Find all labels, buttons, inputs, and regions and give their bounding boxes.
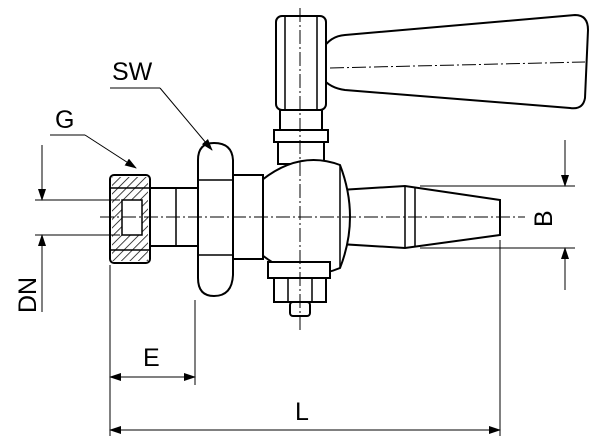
stem: [273, 15, 329, 165]
handle: [321, 13, 590, 110]
handle-centerline: [329, 61, 586, 69]
hex-nut-sw: [197, 141, 264, 298]
fitting-g: [109, 174, 151, 264]
dimension-b: B: [420, 140, 575, 290]
dimension-l: L: [109, 240, 501, 436]
sw-label: SW: [112, 58, 153, 86]
bottom-nut: [267, 261, 331, 317]
e-label: E: [143, 344, 160, 372]
leader-g: G: [50, 106, 137, 169]
dn-label: DN: [14, 277, 42, 313]
b-label: B: [530, 210, 558, 227]
leader-sw: SW: [110, 58, 213, 151]
l-label: L: [295, 398, 309, 426]
g-label: G: [55, 106, 74, 134]
dimension-dn: DN: [14, 145, 120, 313]
dimension-e: E: [109, 265, 196, 436]
